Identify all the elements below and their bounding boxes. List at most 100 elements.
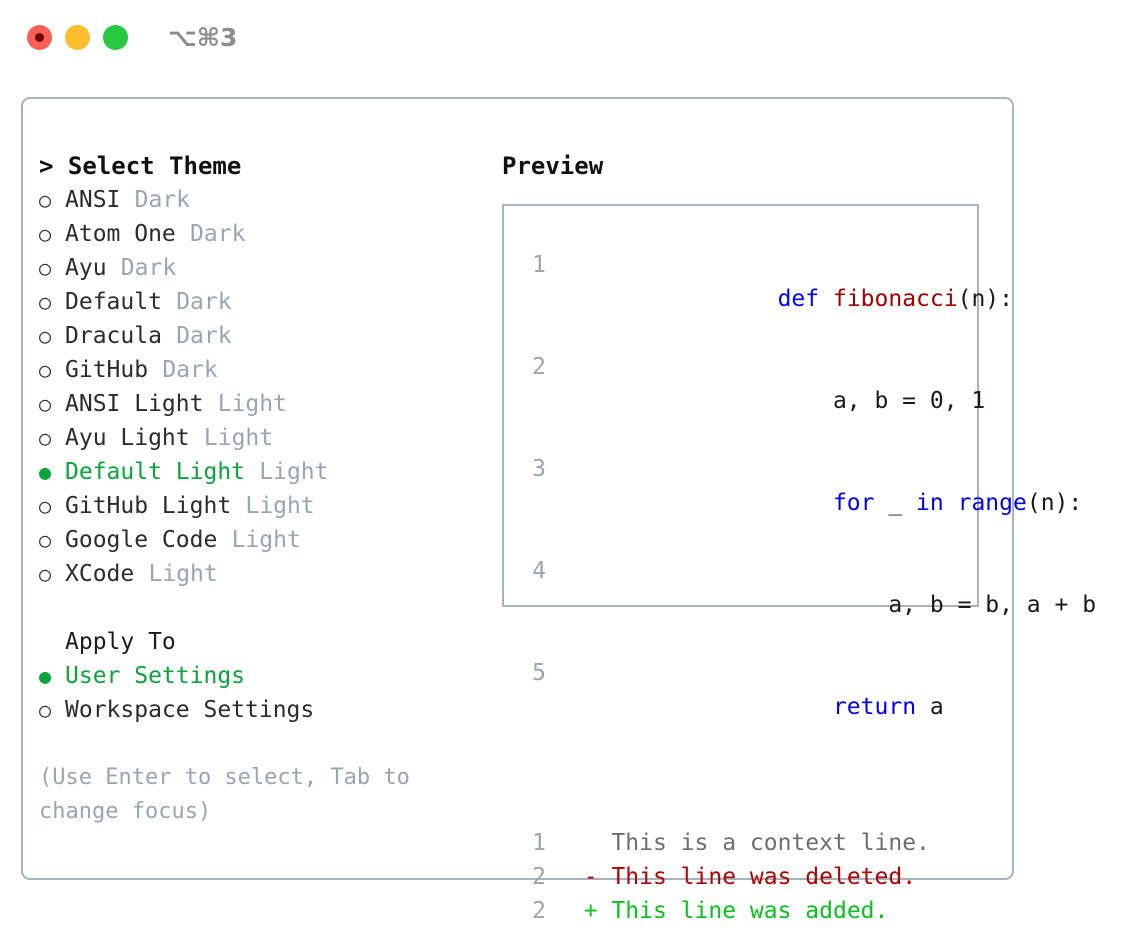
apply-to-option-label: User Settings: [65, 663, 246, 689]
code-token: (n):: [957, 286, 1013, 312]
code-token: in: [916, 490, 944, 516]
diff-marker: +: [583, 898, 598, 924]
minimize-button-icon[interactable]: [65, 25, 90, 50]
theme-name: Dracula: [65, 323, 162, 349]
main-panel: > Select Theme ○ ANSI Dark ○ Atom One Da…: [21, 97, 1096, 924]
radio-icon[interactable]: ○: [39, 562, 52, 586]
radio-icon[interactable]: ○: [39, 324, 52, 348]
radio-icon[interactable]: ○: [39, 392, 52, 416]
code-token: a: [916, 694, 944, 720]
theme-mode-label: Light: [203, 425, 274, 451]
code-blank-line: [518, 758, 971, 792]
theme-mode-label: Light: [217, 391, 287, 417]
list-spacer: [39, 591, 499, 625]
radio-icon[interactable]: ○: [39, 426, 52, 450]
diff-line-context: 1 This is a context line.: [518, 826, 971, 860]
theme-item-github-dark[interactable]: ○ GitHub Dark: [39, 353, 499, 387]
radio-selected-icon[interactable]: ●: [39, 460, 52, 484]
code-token: return: [832, 694, 917, 720]
theme-name: Atom One: [65, 221, 176, 247]
radio-icon[interactable]: ○: [39, 528, 52, 552]
close-button-icon[interactable]: [27, 25, 52, 50]
code-token: (n):: [1026, 490, 1083, 516]
code-token: [778, 694, 833, 720]
theme-item-ansi-dark[interactable]: ○ ANSI Dark: [39, 183, 499, 217]
apply-to-option-user-settings[interactable]: ● User Settings: [39, 659, 499, 693]
theme-item-google-code[interactable]: ○ Google Code Light: [39, 523, 499, 557]
theme-selection-column: > Select Theme ○ ANSI Dark ○ Atom One Da…: [39, 149, 499, 829]
theme-name: ANSI: [65, 187, 121, 213]
theme-mode-label: Light: [148, 561, 218, 587]
diff-marker: -: [583, 864, 598, 890]
theme-name: Ayu: [65, 255, 107, 281]
theme-item-ansi-light[interactable]: ○ ANSI Light Light: [39, 387, 499, 421]
theme-mode-label: Dark: [176, 289, 232, 315]
theme-item-github-light[interactable]: ○ GitHub Light Light: [39, 489, 499, 523]
code-blank-line: [518, 792, 971, 826]
preview-column: Preview 1 def fibonacci(n): 2: [502, 149, 1096, 924]
theme-name: XCode: [65, 561, 135, 587]
theme-mode-label: Light: [245, 493, 315, 519]
keyboard-hint-text: (Use Enter to select, Tab to change focu…: [39, 765, 424, 824]
code-token: fibonacci: [832, 286, 958, 312]
code-token: a, b = 0, 1: [777, 388, 986, 414]
traffic-light-group: [27, 25, 128, 50]
theme-mode-label: Dark: [176, 323, 232, 349]
radio-icon[interactable]: ○: [39, 188, 52, 212]
code-token: [819, 286, 833, 312]
theme-mode-label: Light: [231, 527, 301, 553]
code-line: 5 return a: [518, 656, 971, 758]
theme-item-ayu-light[interactable]: ○ Ayu Light Light: [39, 421, 499, 455]
radio-icon[interactable]: ○: [39, 222, 52, 246]
diff-marker: [584, 830, 598, 856]
preview-header: Preview: [502, 152, 604, 180]
theme-item-ayu-dark[interactable]: ○ Ayu Dark: [39, 251, 499, 285]
radio-icon[interactable]: ○: [39, 290, 52, 314]
radio-icon[interactable]: ○: [39, 494, 52, 518]
code-line: 2 a, b = 0, 1: [518, 350, 985, 452]
apply-to-option-workspace-settings[interactable]: ○ Workspace Settings: [39, 693, 499, 727]
diff-line-deleted: 2 - This line was deleted.: [518, 860, 971, 894]
theme-item-atom-one-dark[interactable]: ○ Atom One Dark: [39, 217, 499, 251]
theme-mode-label: Dark: [134, 187, 191, 213]
theme-item-dracula-dark[interactable]: ○ Dracula Dark: [39, 319, 499, 353]
theme-mode-label: Dark: [162, 357, 218, 383]
code-token: def: [777, 286, 820, 312]
line-number: 2: [532, 354, 546, 380]
theme-name: Default Light: [65, 459, 246, 485]
line-number: 5: [532, 660, 546, 686]
theme-name: Ayu Light: [65, 425, 190, 451]
radio-icon[interactable]: ○: [39, 256, 52, 280]
line-number: 3: [532, 456, 546, 482]
line-number: 1: [532, 830, 546, 856]
theme-name: Default: [65, 289, 162, 315]
maximize-button-icon[interactable]: [103, 25, 128, 50]
diff-text: This is a context line.: [611, 830, 930, 856]
theme-item-xcode[interactable]: ○ XCode Light: [39, 557, 499, 591]
line-number: 1: [532, 252, 546, 278]
theme-item-default-dark[interactable]: ○ Default Dark: [39, 285, 499, 319]
line-number: 2: [532, 898, 546, 924]
code-line: 1 def fibonacci(n):: [518, 248, 1013, 350]
hint-spacer: [39, 727, 499, 761]
radio-selected-icon[interactable]: ●: [39, 664, 52, 688]
theme-mode-label: Dark: [190, 221, 246, 247]
title-bar: ⌥⌘3: [0, 0, 1140, 78]
theme-name: ANSI Light: [65, 391, 204, 417]
code-token: range: [957, 490, 1027, 516]
radio-icon[interactable]: ○: [39, 358, 52, 382]
diff-line-added: 2 + This line was added.: [518, 894, 971, 928]
code-line: 3 for _ in range(n):: [518, 452, 1082, 554]
theme-item-default-light[interactable]: ● Default Light Light: [39, 455, 499, 489]
radio-icon[interactable]: ○: [39, 698, 52, 722]
code-token: for: [832, 490, 875, 516]
apply-to-header: Apply To: [65, 629, 176, 655]
keyboard-shortcut-label: ⌥⌘3: [168, 23, 238, 52]
theme-mode-label: Light: [259, 459, 329, 485]
code-token: _: [874, 490, 917, 516]
theme-mode-label: Dark: [120, 255, 177, 281]
diff-text: This line was added.: [611, 898, 889, 924]
theme-name: GitHub: [65, 357, 149, 383]
diff-text: This line was deleted.: [611, 864, 917, 890]
apply-to-option-label: Workspace Settings: [65, 697, 315, 723]
